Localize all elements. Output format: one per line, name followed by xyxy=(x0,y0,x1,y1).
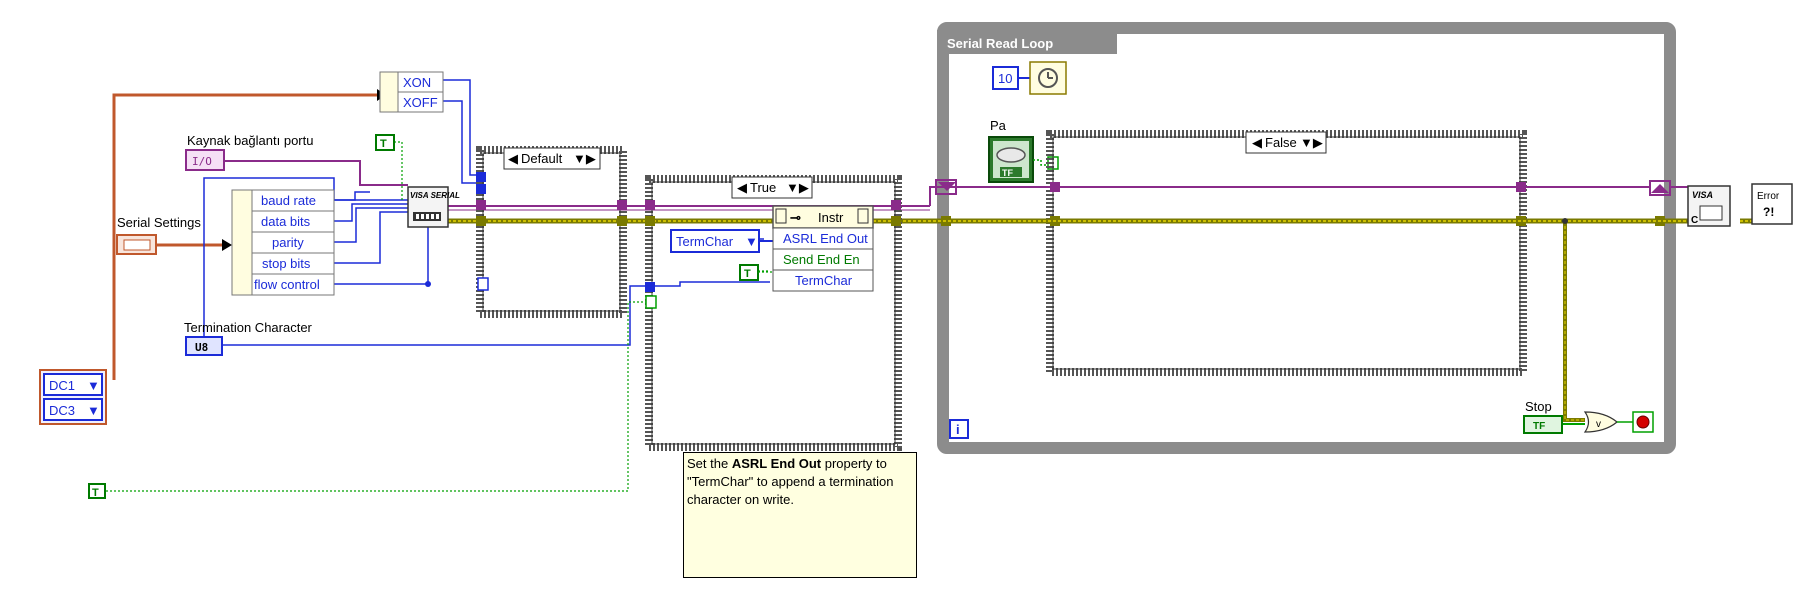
case-default-dropdown[interactable]: ▼▶ xyxy=(573,151,596,166)
svg-text:I/O: I/O xyxy=(192,155,212,168)
svg-text:10: 10 xyxy=(998,71,1012,86)
wait-constant[interactable]: 10 xyxy=(992,66,1030,90)
case-default-arrow-left[interactable]: ◀ xyxy=(508,151,518,166)
case-true-dropdown[interactable]: ▼▶ xyxy=(786,180,809,195)
case-false-dropdown[interactable]: ▼▶ xyxy=(1300,135,1323,150)
case-false-arrow-left[interactable]: ◀ xyxy=(1252,135,1262,150)
termination-label: Termination Character xyxy=(184,320,313,335)
svg-text:TermChar: TermChar xyxy=(676,234,734,249)
svg-text:?!: ?! xyxy=(1763,205,1774,219)
true-constant-top[interactable]: T xyxy=(375,134,395,151)
svg-text:TF: TF xyxy=(1002,168,1013,178)
serial-settings-wire xyxy=(112,93,380,380)
serial-settings-label: Serial Settings xyxy=(117,215,201,230)
svg-text:▼: ▼ xyxy=(87,403,100,418)
case-structure-true[interactable]: ◀ True ▼▶ xyxy=(645,175,902,451)
property-comment: Set the ASRL End Out property to "TermCh… xyxy=(683,452,917,578)
svg-text:VISA SERIAL: VISA SERIAL xyxy=(410,191,460,200)
serial-read-loop[interactable]: Serial Read Loop i xyxy=(937,22,1676,454)
case-false-selector[interactable]: False xyxy=(1265,135,1297,150)
svg-text:▼: ▼ xyxy=(87,378,100,393)
svg-text:U8: U8 xyxy=(195,341,208,354)
case-structure-default[interactable]: ◀ Default ▼▶ xyxy=(476,146,627,318)
termchar-ring-constant[interactable]: TermChar ▼ xyxy=(670,229,773,253)
svg-text:TF: TF xyxy=(1533,421,1545,432)
dc1-option[interactable]: DC1 xyxy=(49,378,75,393)
svg-text:T: T xyxy=(380,138,387,150)
loop-title: Serial Read Loop xyxy=(947,36,1053,51)
or-function-icon: v xyxy=(1583,411,1618,433)
svg-text:v: v xyxy=(1596,419,1601,430)
unbundle-stop-bits: stop bits xyxy=(262,256,311,271)
serial-settings-terminal[interactable] xyxy=(116,234,157,255)
true-constant-case[interactable]: T xyxy=(739,264,759,281)
loop-iteration-terminal xyxy=(949,419,969,439)
visa-property-node[interactable]: ⊸ Instr ASRL End Out Send End En TermCha… xyxy=(772,205,874,292)
xon-xoff-ring-constants[interactable]: DC1 ▼ DC3 ▼ xyxy=(39,369,107,425)
xon-label: XON xyxy=(403,75,431,90)
svg-text:⊸: ⊸ xyxy=(790,210,801,225)
wait-timer-icon xyxy=(1029,61,1067,95)
svg-text:Error: Error xyxy=(1757,191,1780,202)
case-true-selector-terminal xyxy=(645,295,657,309)
resource-label: Kaynak bağlantı portu xyxy=(187,133,313,148)
case-default-selector[interactable]: Default xyxy=(521,151,563,166)
visa-close-icon[interactable]: VISA C xyxy=(1687,185,1731,227)
case-default-selector-terminal xyxy=(477,277,489,291)
error-handler-icon[interactable]: Error ?! xyxy=(1751,183,1793,225)
unbundle-baud-rate: baud rate xyxy=(261,193,316,208)
xoff-label: XOFF xyxy=(403,95,438,110)
xon-xoff-bundle[interactable]: XON XOFF xyxy=(379,71,444,113)
svg-text:▼: ▼ xyxy=(745,234,758,249)
unbundle-flow-control: flow control xyxy=(254,277,320,292)
true-constant-bottom[interactable]: T xyxy=(88,483,106,499)
svg-text:T: T xyxy=(744,268,751,280)
case-true-selector[interactable]: True xyxy=(750,180,776,195)
property-send-end-en: Send End En xyxy=(783,252,860,267)
property-termchar: TermChar xyxy=(795,273,853,288)
loop-condition-stop-icon[interactable] xyxy=(1632,411,1654,433)
case-true-arrow-left[interactable]: ◀ xyxy=(737,180,747,195)
serial-settings-unbundle[interactable]: baud rate data bits parity stop bits flo… xyxy=(231,189,335,296)
loop-iteration-label: i xyxy=(956,422,960,437)
svg-text:T: T xyxy=(92,487,99,499)
property-asrl-end-out: ASRL End Out xyxy=(783,231,868,246)
stop-button-terminal[interactable]: TF xyxy=(1523,415,1563,434)
unbundle-parity: parity xyxy=(272,235,304,250)
property-node-class: Instr xyxy=(818,210,844,225)
resource-terminal[interactable]: I/O xyxy=(185,149,225,171)
svg-text:VISA: VISA xyxy=(1692,190,1713,200)
dc3-option[interactable]: DC3 xyxy=(49,403,75,418)
pa-label: Pa xyxy=(990,118,1007,133)
termination-terminal[interactable]: U8 xyxy=(185,336,223,356)
svg-text:C: C xyxy=(1691,215,1698,226)
case-structure-false[interactable]: ◀ False ▼▶ xyxy=(1046,130,1527,376)
pa-indicator-icon[interactable]: TF xyxy=(988,136,1034,183)
visa-configure-serial-icon[interactable]: VISA SERIAL xyxy=(407,186,460,228)
unbundle-data-bits: data bits xyxy=(261,214,311,229)
error-cluster-wire xyxy=(448,218,1760,422)
stop-label: Stop xyxy=(1525,399,1552,414)
